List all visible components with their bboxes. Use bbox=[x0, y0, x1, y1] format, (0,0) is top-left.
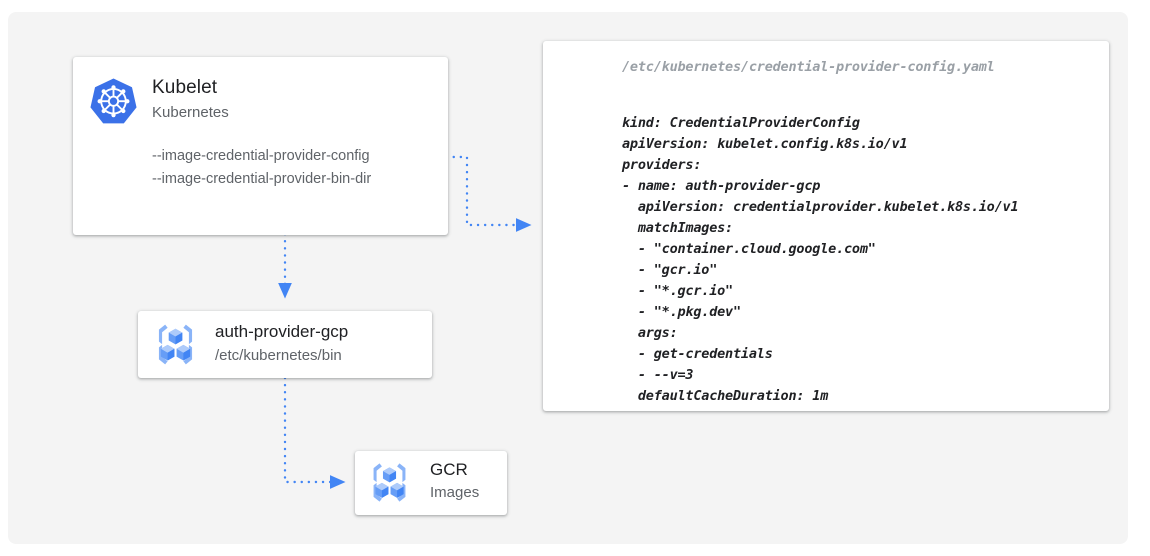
yaml-filename-label: /etc/kubernetes/credential-provider-conf… bbox=[622, 59, 995, 75]
cube-bottom-right bbox=[176, 344, 191, 361]
node-card-kubelet[interactable]: Kubelet Kubernetes --image-credential-pr… bbox=[73, 57, 448, 235]
yaml-config-panel[interactable]: /etc/kubernetes/credential-provider-conf… bbox=[543, 41, 1109, 411]
kubelet-flag-config: --image-credential-provider-config bbox=[152, 148, 370, 164]
cube-top bbox=[382, 467, 397, 483]
gcr-title: GCR bbox=[430, 460, 468, 479]
auth-provider-title: auth-provider-gcp bbox=[215, 322, 349, 341]
node-card-gcr[interactable]: GCR Images bbox=[355, 451, 507, 515]
gcp-container-registry-icon bbox=[149, 318, 202, 371]
kubelet-subtitle: Kubernetes bbox=[152, 104, 229, 121]
node-card-auth-provider-gcp[interactable]: auth-provider-gcp /etc/kubernetes/bin bbox=[138, 311, 432, 378]
yaml-config-content: kind: CredentialProviderConfig apiVersio… bbox=[622, 114, 1019, 404]
gcr-subtitle: Images bbox=[430, 484, 480, 501]
cube-top bbox=[168, 328, 183, 345]
gcp-container-registry-icon bbox=[364, 457, 415, 508]
kubelet-flag-bin-dir: --image-credential-provider-bin-dir bbox=[152, 171, 372, 187]
kubelet-title: Kubelet bbox=[152, 77, 218, 98]
auth-provider-subtitle: /etc/kubernetes/bin bbox=[215, 347, 342, 364]
kubernetes-helm-icon bbox=[86, 75, 141, 130]
cube-bottom-left bbox=[160, 344, 175, 361]
kubelet-flag-list: --image-credential-provider-config --ima… bbox=[152, 145, 371, 191]
